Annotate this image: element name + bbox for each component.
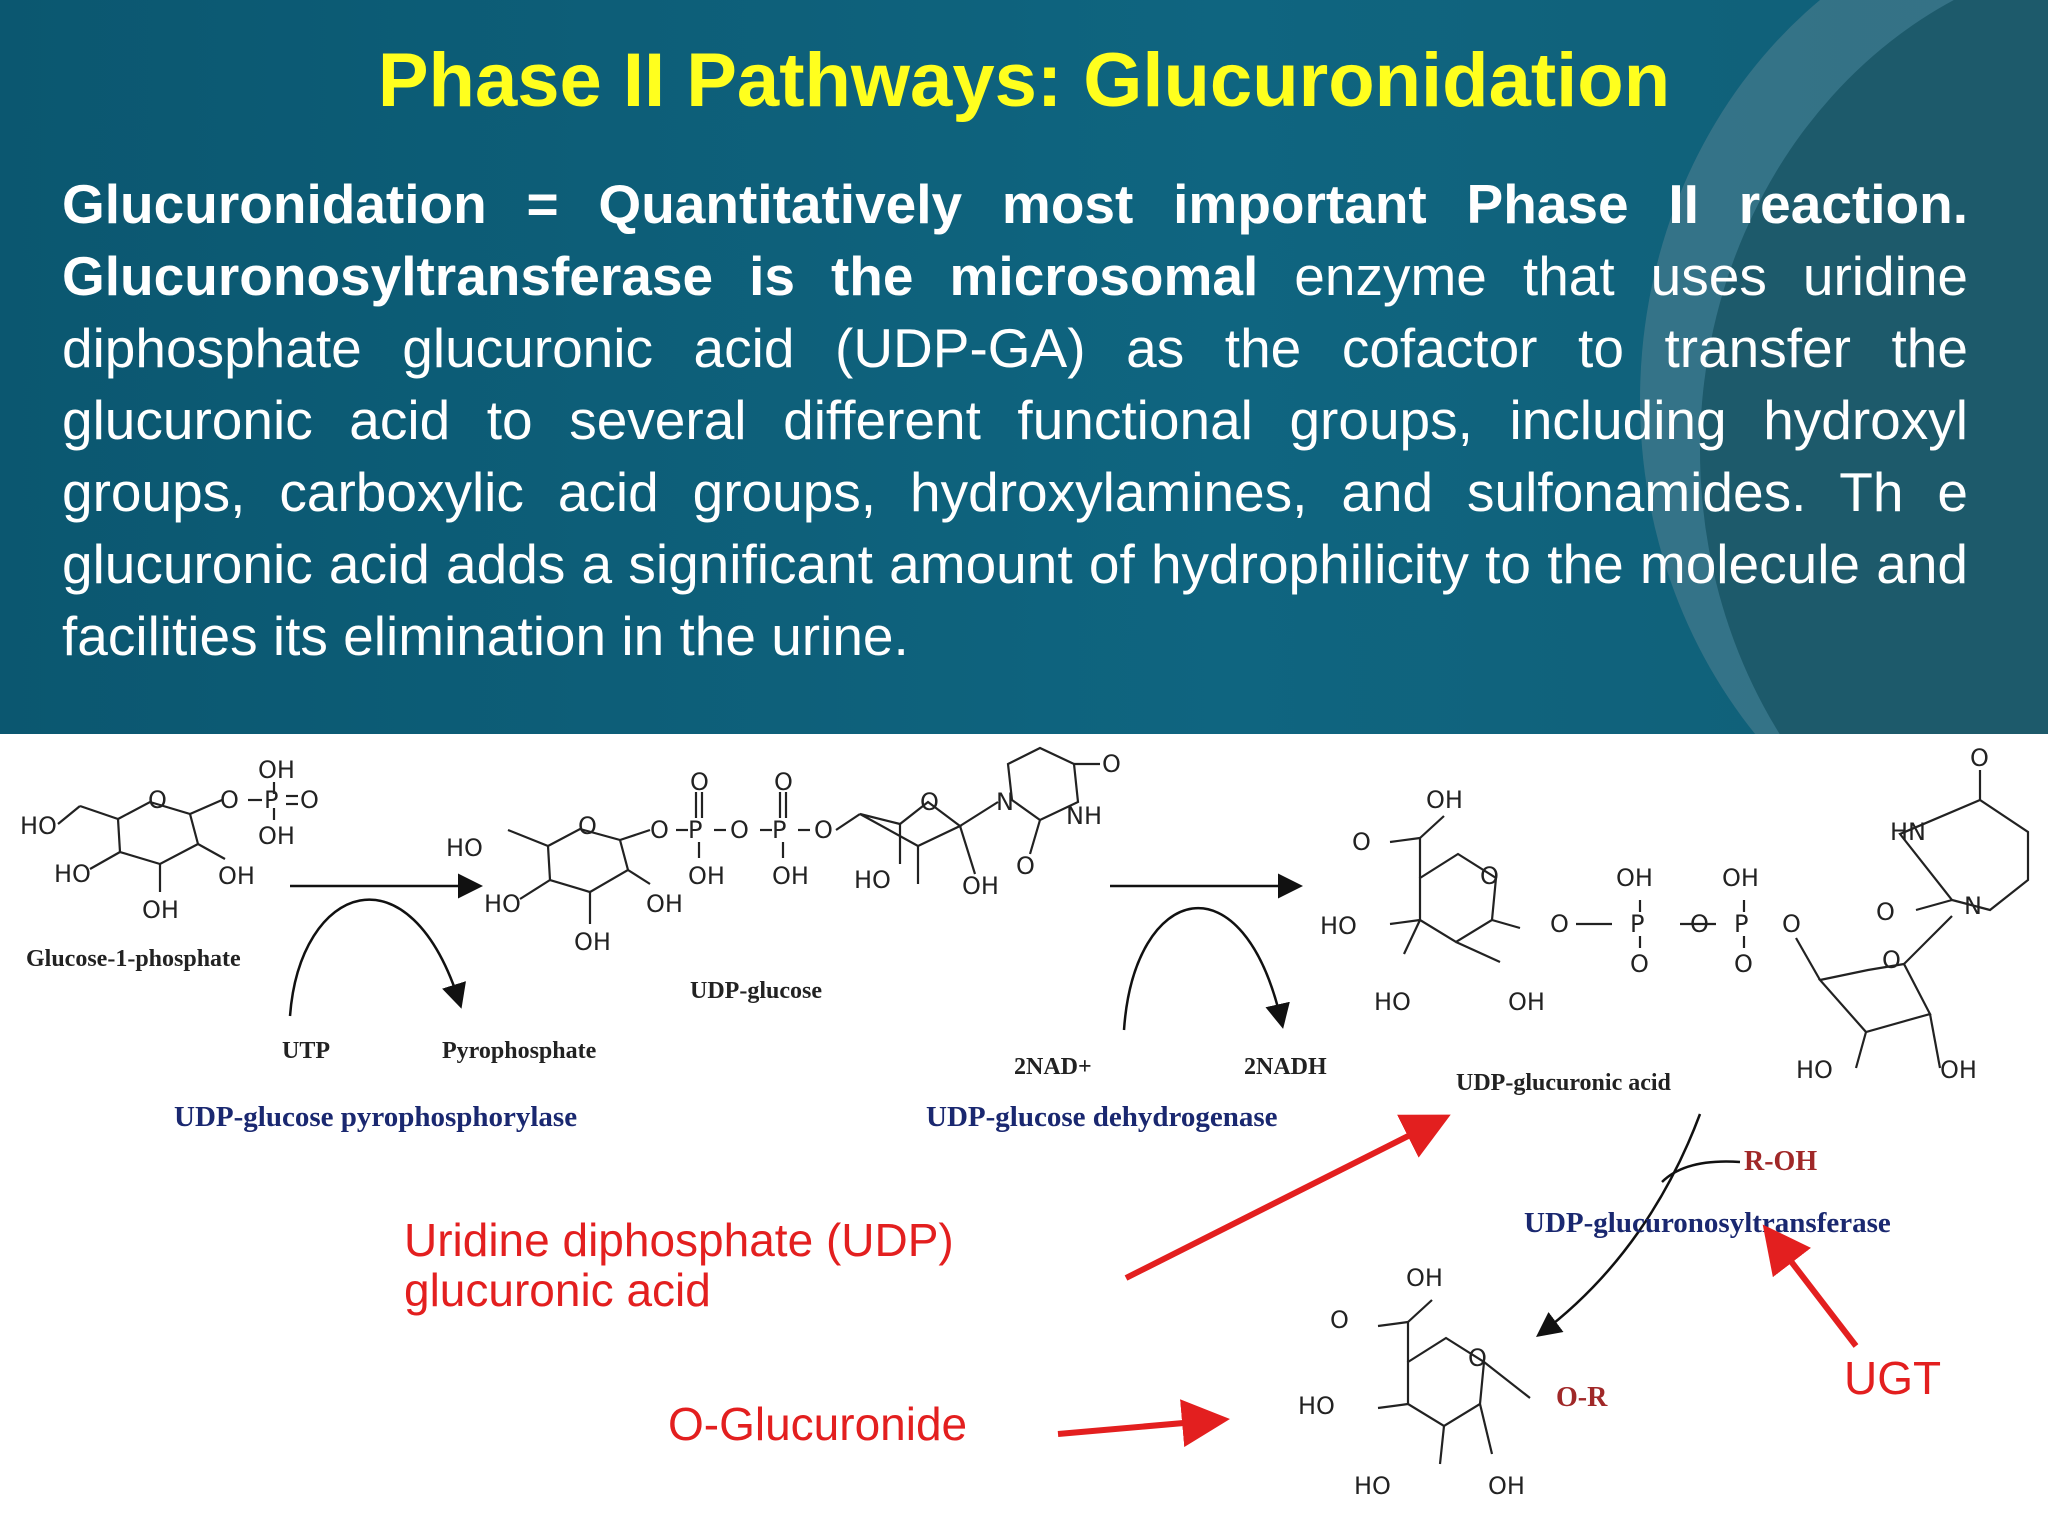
annotation-ugt: UGT — [1844, 1352, 1941, 1404]
o-glucuronide-structure: OH O O HO HO OH O-R — [1298, 1264, 1608, 1500]
udp-glucuronic-acid-structure: OH O O HO HO OH O P O P O OH OH O O O HO… — [1320, 744, 2030, 1096]
svg-text:HO: HO — [20, 812, 57, 840]
svg-text:OH: OH — [1616, 864, 1653, 892]
svg-text:OH: OH — [688, 862, 725, 890]
svg-text:O: O — [774, 768, 793, 796]
svg-text:P: P — [688, 816, 702, 844]
svg-text:N: N — [1964, 892, 1982, 920]
glucose-1-phosphate-label: Glucose-1-phosphate — [26, 946, 241, 972]
svg-text:O: O — [1330, 1306, 1349, 1334]
svg-text:HN: HN — [1890, 818, 1926, 846]
body-normal-text: enzyme that uses uridine diphosphate glu… — [62, 245, 1969, 667]
svg-text:O: O — [148, 786, 167, 814]
svg-text:OH: OH — [646, 890, 683, 918]
svg-text:O: O — [1734, 950, 1753, 978]
svg-text:HO: HO — [1298, 1392, 1335, 1420]
svg-text:P: P — [1734, 910, 1748, 938]
svg-text:NH: NH — [1066, 802, 1102, 830]
enzyme-udp-glucose-pyrophosphorylase: UDP-glucose pyrophosphorylase — [174, 1101, 577, 1133]
svg-text:OH: OH — [1426, 786, 1463, 814]
svg-text:O: O — [920, 788, 939, 816]
svg-text:O: O — [1102, 750, 1121, 778]
udp-glucose-structure: HO O HO OH OH O P O P O O O OH OH O HO O… — [446, 746, 1121, 1004]
svg-text:OH: OH — [1508, 988, 1545, 1016]
reaction-1-arrows: UTP Pyrophosphate UDP-glucose pyrophosph… — [174, 873, 597, 1133]
svg-text:O: O — [1016, 852, 1035, 880]
slide-title: Phase II Pathways: Glucuronidation — [377, 38, 1671, 123]
svg-text:HO: HO — [54, 860, 91, 888]
svg-text:O: O — [650, 816, 669, 844]
nad-label: 2NAD+ — [1014, 1054, 1092, 1080]
udp-glucuronic-acid-label: UDP-glucuronic acid — [1456, 1070, 1672, 1096]
body-bold-text: Glucuronidation = Quantitatively most im… — [62, 173, 1968, 307]
glucose-1-phosphate-structure: HO O HO OH OH O P O OH OH Glucose-1-phos… — [20, 756, 319, 972]
svg-text:O: O — [300, 786, 319, 814]
svg-text:HO: HO — [854, 866, 891, 894]
udp-glucose-label: UDP-glucose — [690, 978, 822, 1004]
svg-text:P: P — [1630, 910, 1644, 938]
svg-text:O: O — [814, 816, 833, 844]
r-oh-label: R-OH — [1744, 1146, 1817, 1177]
nadh-label: 2NADH — [1244, 1054, 1327, 1080]
svg-text:O: O — [1480, 862, 1499, 890]
red-annotations: Uridine diphosphate (UDP) glucuronic aci… — [404, 1114, 1941, 1450]
svg-text:HO: HO — [1796, 1056, 1833, 1084]
o-r-label: O-R — [1556, 1382, 1608, 1413]
pathway-svg: HO O HO OH OH O P O OH OH Glucose-1-phos… — [20, 744, 2030, 1500]
svg-text:O: O — [1876, 898, 1895, 926]
svg-text:OH: OH — [772, 862, 809, 890]
svg-text:N: N — [996, 788, 1014, 816]
enzyme-udp-glucose-dehydrogenase: UDP-glucose dehydrogenase — [926, 1101, 1278, 1133]
svg-text:O: O — [1782, 910, 1801, 938]
svg-text:HO: HO — [1374, 988, 1411, 1016]
svg-text:OH: OH — [258, 822, 295, 850]
svg-text:OH: OH — [258, 756, 295, 784]
svg-text:OH: OH — [1722, 864, 1759, 892]
svg-text:OH: OH — [1488, 1472, 1525, 1500]
svg-text:HO: HO — [446, 834, 483, 862]
utp-label: UTP — [282, 1038, 330, 1064]
annotation-udp-line1: Uridine diphosphate (UDP) — [404, 1214, 954, 1266]
slide-body-text: Glucuronidation = Quantitatively most im… — [62, 168, 1968, 672]
reaction-3-glucuronosyltransferase: R-OH UDP-glucuronosyltransferase — [1524, 1113, 1891, 1338]
annotation-udp-line2: glucuronic acid — [404, 1264, 711, 1316]
svg-text:O: O — [1970, 744, 1989, 772]
pyrophosphate-label: Pyrophosphate — [442, 1038, 597, 1064]
svg-text:O: O — [1630, 950, 1649, 978]
svg-text:OH: OH — [962, 872, 999, 900]
annotation-o-glucuronide: O-Glucuronide — [668, 1398, 967, 1450]
svg-text:O: O — [730, 816, 749, 844]
svg-text:OH: OH — [1406, 1264, 1443, 1292]
svg-text:OH: OH — [218, 862, 255, 890]
svg-text:O: O — [578, 812, 597, 840]
svg-text:P: P — [264, 786, 278, 814]
svg-text:O: O — [220, 786, 239, 814]
svg-text:O: O — [1468, 1344, 1487, 1372]
glucuronidation-pathway-diagram: HO O HO OH OH O P O OH OH Glucose-1-phos… — [0, 734, 2048, 1536]
svg-text:P: P — [772, 816, 786, 844]
reaction-2-arrows: 2NAD+ 2NADH UDP-glucose dehydrogenase — [926, 873, 1327, 1133]
svg-text:HO: HO — [1320, 912, 1357, 940]
svg-text:O: O — [1882, 946, 1901, 974]
svg-text:OH: OH — [1940, 1056, 1977, 1084]
svg-text:O: O — [1352, 828, 1371, 856]
svg-text:O: O — [1690, 910, 1709, 938]
svg-text:O: O — [1550, 910, 1569, 938]
svg-text:O: O — [690, 768, 709, 796]
svg-text:OH: OH — [574, 928, 611, 956]
svg-text:HO: HO — [1354, 1472, 1391, 1500]
svg-text:OH: OH — [142, 896, 179, 924]
enzyme-udp-glucuronosyltransferase: UDP-glucuronosyltransferase — [1524, 1207, 1891, 1239]
svg-text:HO: HO — [484, 890, 521, 918]
